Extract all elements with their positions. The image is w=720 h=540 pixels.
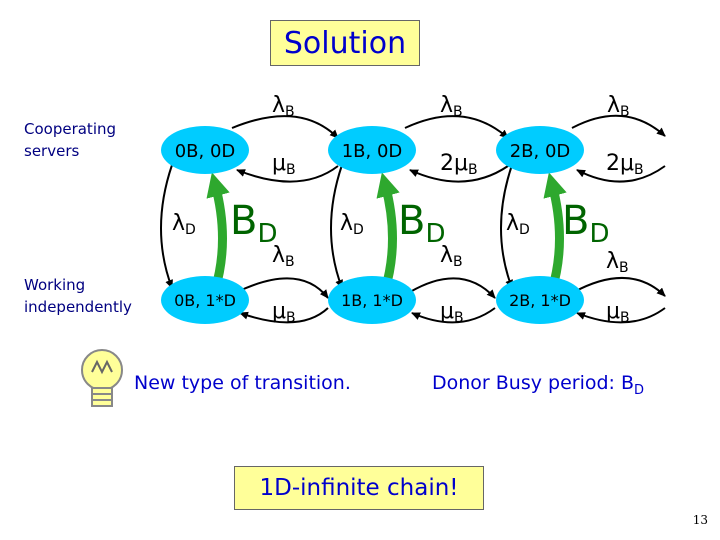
busy-label-2: BD (562, 198, 609, 249)
state-top-1: 1B, 0D (328, 126, 416, 174)
rate-lambda-top-1: λB (440, 93, 463, 120)
state-bot-0-label: 0B, 1*D (174, 291, 236, 310)
arrow-top-1-0 (236, 165, 339, 183)
state-top-2-label: 2B, 0D (510, 141, 571, 162)
arrow-bot-1-2 (409, 277, 496, 299)
arrow-bot-0-1 (236, 277, 329, 299)
arrow-bot-2-1 (411, 307, 496, 324)
rate-lambda-bot-2: λB (606, 249, 629, 276)
rate-mu-top-0: μB (272, 151, 296, 178)
rate-mu-bot-1: μB (440, 299, 464, 326)
busy-label-0: BD (230, 198, 277, 249)
arrow-top-2-1 (409, 165, 509, 183)
rate-mu-bot-0: μB (272, 299, 296, 326)
label-working: Working independently (24, 274, 132, 318)
label-working-line2: independently (24, 298, 132, 316)
arrow-vert-0 (160, 164, 173, 289)
arrow-top-2-out (571, 114, 666, 137)
rate-2mu-top-1: 2μB (440, 151, 478, 178)
rate-lambda-d-0: λD (172, 211, 196, 238)
note-donor-busy: Donor Busy period: BD (432, 372, 644, 398)
note-donor-busy-sub: D (634, 382, 645, 398)
page-number: 13 (692, 513, 708, 527)
state-bot-1-label: 1B, 1*D (341, 291, 403, 310)
busy-label-1: BD (398, 198, 445, 249)
rate-lambda-top-2: λB (607, 93, 630, 120)
rate-mu-bot-2: μB (606, 299, 630, 326)
state-top-0: 0B, 0D (161, 126, 249, 174)
rate-lambda-top-0: λB (272, 93, 295, 120)
slide-title: Solution (270, 20, 420, 66)
state-bot-1: 1B, 1*D (328, 276, 416, 324)
rate-lambda-d-1: λD (340, 211, 364, 238)
arrow-bot-2-out (573, 276, 666, 297)
label-cooperating-line2: servers (24, 142, 80, 160)
state-bot-2-label: 2B, 1*D (509, 291, 571, 310)
arrow-top-1-2 (404, 115, 509, 139)
note-transition: New type of transition. (134, 372, 351, 394)
rate-2mu-top-2: 2μB (606, 151, 644, 178)
arrow-vert-1 (330, 164, 343, 289)
arrow-bot-in-2 (576, 307, 666, 324)
label-cooperating: Cooperating servers (24, 118, 116, 162)
state-bot-0: 0B, 1*D (161, 276, 249, 324)
rate-lambda-bot-0: λB (272, 243, 295, 270)
bottom-banner: 1D-infinite chain! (234, 466, 484, 510)
rate-lambda-bot-1: λB (440, 243, 463, 270)
state-top-1-label: 1B, 0D (342, 141, 403, 162)
arrow-top-in-2 (576, 165, 666, 183)
lightbulb-icon (81, 349, 123, 407)
arrow-top-0-1 (231, 115, 339, 139)
state-bot-2: 2B, 1*D (496, 276, 584, 324)
label-cooperating-line1: Cooperating (24, 120, 117, 138)
rate-lambda-d-2: λD (506, 211, 530, 238)
label-working-line1: Working (24, 276, 86, 294)
state-top-0-label: 0B, 0D (175, 141, 236, 162)
arrow-vert-2 (500, 164, 513, 289)
busy-arrow-1 (376, 172, 400, 292)
arrow-bot-1-0 (239, 307, 329, 324)
state-top-2: 2B, 0D (496, 126, 584, 174)
busy-arrow-0 (206, 172, 230, 292)
busy-arrow-2 (543, 172, 567, 292)
note-donor-busy-text: Donor Busy period: B (432, 372, 635, 394)
